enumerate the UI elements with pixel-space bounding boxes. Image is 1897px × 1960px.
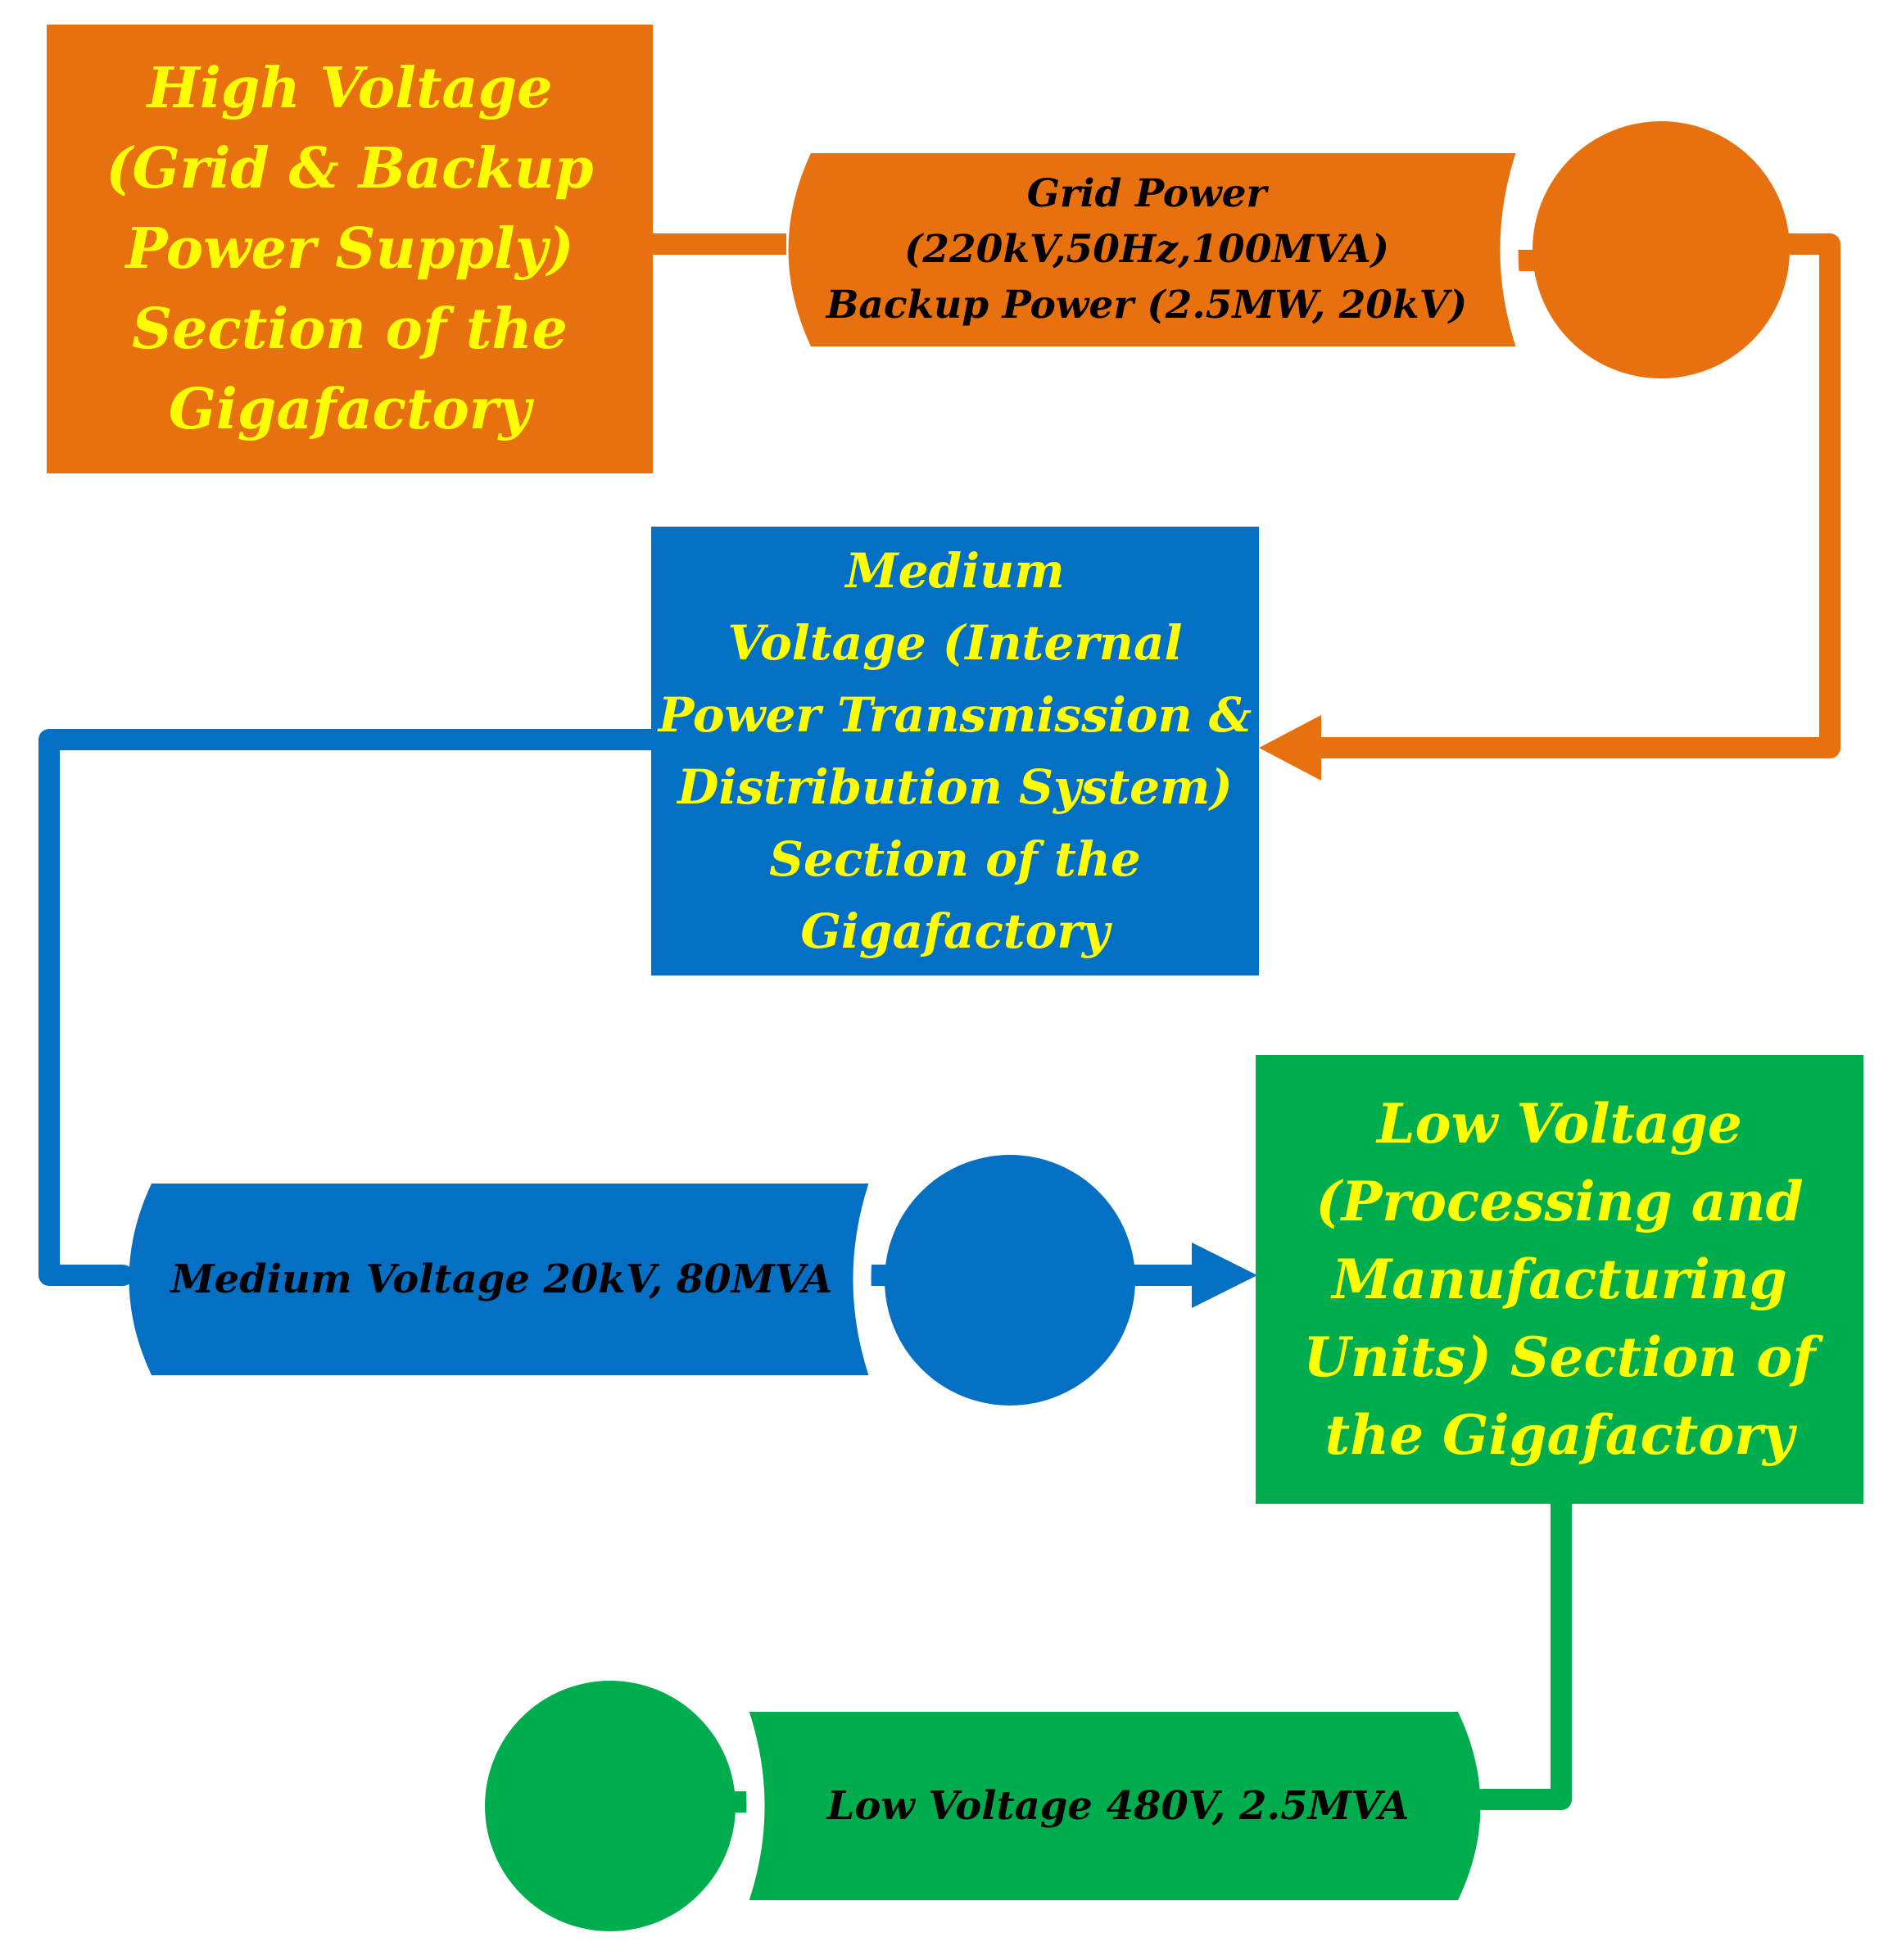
medium-voltage-label-line: Section of the — [769, 831, 1141, 887]
low-voltage-label: Low Voltage (Processing and Manufacturin… — [1256, 1055, 1863, 1504]
medium-voltage-box — [651, 527, 1259, 975]
low-voltage-box — [1256, 1055, 1863, 1504]
low-voltage-label-line: the Gigafactory — [1324, 1402, 1795, 1467]
low-voltage-spec-line: Low Voltage 480V, 2.5MVA — [826, 1783, 1410, 1829]
high-voltage-box — [47, 25, 653, 473]
medium-pipe-node-gap — [853, 1161, 894, 1397]
low-voltage-node — [485, 1681, 736, 1931]
medium-voltage-pipe — [129, 1184, 885, 1375]
high-to-medium-flow-line — [1300, 233, 1840, 758]
high-voltage-label-line: Gigafactory — [168, 377, 532, 442]
low-voltage-label-line: Units) Section of — [1303, 1324, 1816, 1389]
low-to-pipe-flow-line — [1472, 1493, 1572, 1810]
medium-voltage-spec-line: Medium Voltage 20kV, 80MVA — [170, 1256, 833, 1302]
low-voltage-pipe-label: Low Voltage 480V, 2.5MVA — [778, 1712, 1458, 1900]
medium-voltage-pipe-label: Medium Voltage 20kV, 80MVA — [152, 1184, 852, 1375]
medium-voltage-label-line: Distribution System) — [677, 759, 1233, 815]
high-voltage-pipe — [788, 153, 1532, 346]
low-voltage-label-line: (Processing and — [1315, 1169, 1804, 1233]
high-voltage-label-line: Power Supply) — [125, 216, 574, 282]
medium-voltage-label-line: Gigafactory — [800, 903, 1110, 959]
low-pipe-node-gap — [724, 1690, 765, 1922]
grid-power-spec-line: (220kV,50Hz,100MVA) — [903, 227, 1390, 272]
high-voltage-label-line: (Grid & Backup — [106, 136, 594, 201]
high-voltage-label-line: Section of the — [132, 296, 568, 362]
high-voltage-label: High Voltage (Grid & Backup Power Supply… — [47, 25, 653, 473]
high-voltage-pipe-label: Grid Power (220kV,50Hz,100MVA) Backup Po… — [811, 153, 1483, 346]
backup-power-line: Backup Power (2.5MW, 20kV) — [826, 283, 1468, 328]
high-pipe-node-gap — [1500, 131, 1541, 369]
high-voltage-label-line: High Voltage — [147, 56, 553, 121]
arrow-head-to-low — [1192, 1243, 1257, 1308]
medium-voltage-node — [885, 1155, 1135, 1405]
grid-power-line: Grid Power — [1026, 171, 1267, 216]
arrow-head-to-medium — [1259, 715, 1321, 781]
low-voltage-label-line: Low Voltage — [1377, 1091, 1742, 1156]
medium-voltage-label-line: Voltage (Internal — [727, 615, 1183, 671]
medium-voltage-label-line: Medium — [845, 543, 1065, 599]
medium-to-pipe-flow-line — [38, 729, 662, 1286]
medium-voltage-label-line: Power Transmission & — [658, 687, 1252, 743]
high-voltage-node — [1533, 121, 1790, 378]
low-voltage-pipe — [733, 1712, 1481, 1900]
low-voltage-label-line: Manufacturing — [1332, 1247, 1787, 1311]
medium-voltage-label: Medium Voltage (Internal Power Transmiss… — [651, 527, 1259, 975]
